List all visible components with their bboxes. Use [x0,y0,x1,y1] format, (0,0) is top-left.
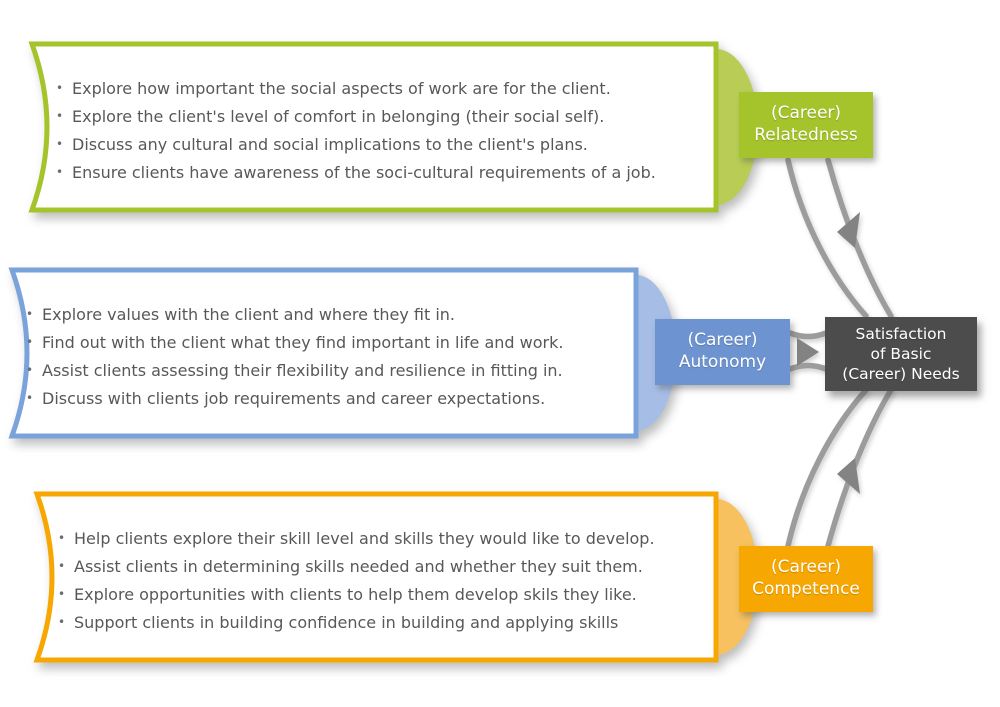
bullet-dot: • [26,335,34,349]
bullet-text: Assist clients in determining skills nee… [74,556,643,576]
competence-label-line1: (Career) [770,557,842,578]
center-node: Satisfaction of Basic (Career) Needs [825,317,977,391]
relatedness-bullet-list: • Explore how important the social aspect… [56,74,656,186]
bullet-text: Explore the client's level of comfort in… [72,106,605,126]
bullet-dot: • [56,81,64,95]
bullet-item: • Discuss any cultural and social implica… [56,130,656,158]
bullet-item: • Explore opportunities with clients to h… [58,580,655,608]
connector-autonomy-to-center [787,330,829,372]
bullet-item: • Assist clients in determining skills ne… [58,552,655,580]
relatedness-label-line1: (Career) [770,103,842,124]
bullet-text: Discuss with clients job requirements an… [42,388,546,408]
bullet-item: • Support clients in building confidence … [58,608,655,636]
bullet-item: • Explore values with the client and wher… [26,300,563,328]
bullet-dot: • [58,615,66,629]
relatedness-label: (Career) Relatedness [739,92,873,158]
center-node-line3: (Career) Needs [842,365,960,384]
bullet-item: • Explore how important the social aspect… [56,74,656,102]
bullet-dot: • [26,391,34,405]
relatedness-panel-shape [28,41,758,213]
bullet-dot: • [56,109,64,123]
competence-panel-shape [33,491,758,663]
bullet-dot: • [26,363,34,377]
bullet-dot: • [56,137,64,151]
bullet-item: • Find out with the client what they find… [26,328,563,356]
bullet-item: • Ensure clients have awareness of the so… [56,158,656,186]
bullet-text: Discuss any cultural and social implicat… [72,134,588,154]
bullet-text: Ensure clients have awareness of the soc… [72,162,656,182]
arrow-icon [837,212,860,248]
competence-label: (Career) Competence [739,546,873,612]
bullet-text: Support clients in building confidence i… [74,612,619,632]
bullet-text: Explore how important the social aspects… [72,78,611,98]
bullet-dot: • [58,587,66,601]
autonomy-bullet-list: • Explore values with the client and wher… [26,300,563,412]
competence-bullet-list: • Help clients explore their skill level … [58,524,655,636]
bullet-dot: • [58,531,66,545]
bullet-dot: • [56,165,64,179]
bullet-text: Help clients explore their skill level a… [74,528,655,548]
bullet-dot: • [26,307,34,321]
arrow-icon [797,338,819,366]
bullet-dot: • [58,559,66,573]
bullet-item: • Help clients explore their skill level … [58,524,655,552]
center-node-line1: Satisfaction [855,324,947,343]
arrow-icon [837,458,860,494]
autonomy-panel-shape [8,267,676,439]
autonomy-label: (Career) Autonomy [655,319,790,385]
autonomy-label-line2: Autonomy [678,352,767,372]
competence-label-line2: Competence [752,579,860,599]
bullet-item: • Assist clients assessing their flexibil… [26,356,563,384]
bullet-item: • Discuss with clients job requirements a… [26,384,563,412]
connector-competence-to-center [785,387,894,549]
center-node-line2: of Basic [870,344,932,363]
bullet-text: Find out with the client what they find … [42,332,564,352]
connector-relatedness-to-center [785,157,894,319]
autonomy-label-line1: (Career) [687,330,758,351]
bullet-text: Assist clients assessing their flexibili… [42,360,563,380]
relatedness-label-line2: Relatedness [754,125,858,145]
bullet-text: Explore values with the client and where… [42,304,455,324]
bullet-text: Explore opportunities with clients to he… [74,584,637,604]
bullet-item: • Explore the client's level of comfort i… [56,102,656,130]
